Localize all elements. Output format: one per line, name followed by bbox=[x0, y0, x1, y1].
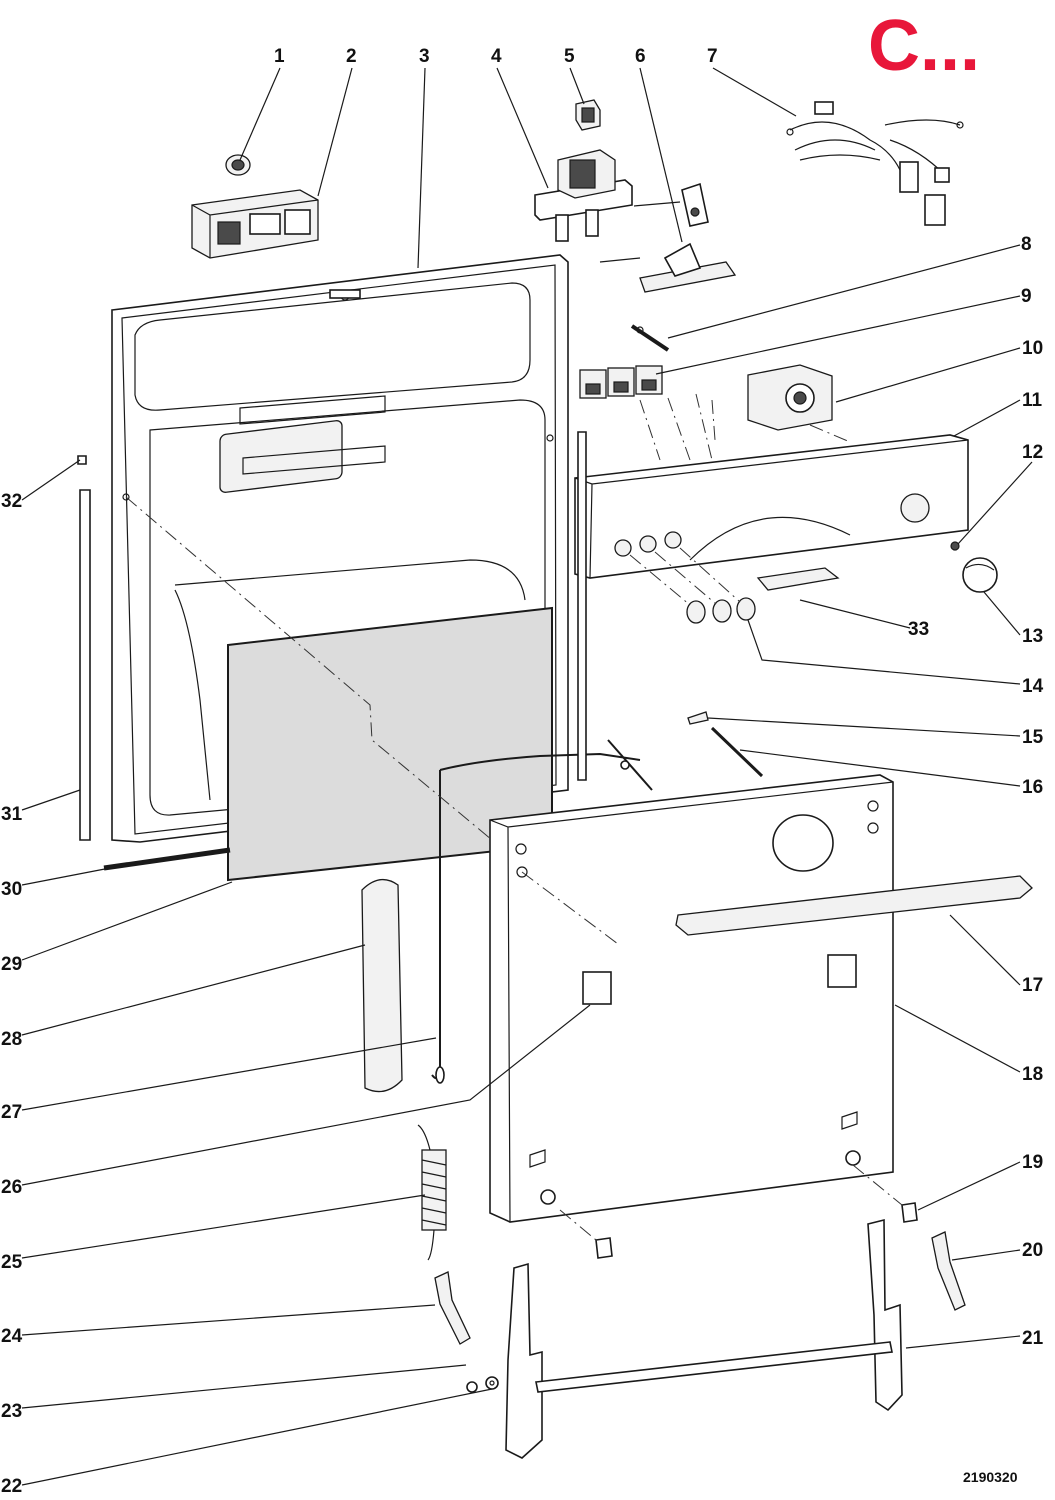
callout-20: 20 bbox=[1022, 1240, 1043, 1261]
part-6-handle-bracket bbox=[599, 182, 737, 293]
callout-19: 19 bbox=[1022, 1152, 1043, 1173]
callout-10: 10 bbox=[1022, 338, 1043, 359]
callout-1: 1 bbox=[274, 46, 285, 67]
part-24-hinge bbox=[434, 1271, 471, 1345]
callout-3: 3 bbox=[419, 46, 430, 67]
part-14-buttons bbox=[686, 597, 756, 624]
callout-17: 17 bbox=[1022, 975, 1043, 996]
callout-2: 2 bbox=[346, 46, 357, 67]
part-20-hinge bbox=[931, 1231, 966, 1311]
callout-26: 26 bbox=[1, 1177, 22, 1198]
callout-25: 25 bbox=[1, 1252, 23, 1273]
callout-23: 23 bbox=[1, 1401, 22, 1422]
part-8-sensor bbox=[630, 324, 670, 352]
part-22-washer bbox=[485, 1376, 499, 1390]
callout-30: 30 bbox=[1, 879, 22, 900]
part-15-cap bbox=[687, 711, 709, 725]
callout-15: 15 bbox=[1022, 727, 1044, 748]
part-5-switch bbox=[575, 99, 601, 131]
callout-14: 14 bbox=[1022, 676, 1044, 697]
callout-28: 28 bbox=[1, 1029, 22, 1050]
part-2-door-lock bbox=[191, 189, 319, 259]
callout-11: 11 bbox=[1022, 390, 1043, 411]
callout-32: 32 bbox=[1, 491, 22, 512]
part-23-screw bbox=[466, 1381, 478, 1393]
leader-lines bbox=[21, 67, 1033, 1486]
part-28-strip bbox=[361, 878, 403, 1093]
part-21-hinge-frame bbox=[505, 1218, 903, 1459]
callout-labels: 1 2 3 4 5 6 7 8 9 10 11 12 13 14 15 16 1… bbox=[1, 46, 1044, 1497]
callout-13: 13 bbox=[1022, 626, 1043, 647]
callout-22: 22 bbox=[1, 1476, 22, 1497]
callout-21: 21 bbox=[1022, 1328, 1044, 1349]
part-30-gasket bbox=[103, 847, 231, 871]
callout-5: 5 bbox=[564, 46, 575, 67]
callout-27: 27 bbox=[1, 1102, 22, 1123]
part-10-programmer bbox=[747, 364, 833, 431]
callout-16: 16 bbox=[1022, 777, 1043, 798]
callout-31: 31 bbox=[1, 804, 23, 825]
part-18-outer-door bbox=[489, 774, 894, 1223]
part-4-dispenser-bracket bbox=[534, 149, 633, 242]
part-16-rod bbox=[710, 726, 764, 778]
part-33-clip bbox=[756, 567, 840, 591]
callout-6: 6 bbox=[635, 46, 646, 67]
part-17-handle bbox=[675, 875, 1033, 936]
drawing-number: 2190320 bbox=[963, 1469, 1018, 1485]
callout-29: 29 bbox=[1, 954, 22, 975]
part-19-fastener bbox=[595, 1202, 918, 1259]
part-7-wiring-harness bbox=[786, 101, 964, 226]
part-1-grommet bbox=[225, 154, 251, 176]
part-12-knob-spring bbox=[950, 541, 960, 551]
part-11-control-panel bbox=[574, 434, 969, 579]
callout-12: 12 bbox=[1022, 442, 1043, 463]
sheet-tag: C... bbox=[868, 6, 980, 86]
part-31-side-strip bbox=[79, 431, 587, 841]
part-13-knob bbox=[962, 557, 998, 593]
callout-24: 24 bbox=[1, 1326, 23, 1347]
callout-33: 33 bbox=[908, 619, 929, 640]
part-27-cable bbox=[431, 739, 653, 1084]
callout-7: 7 bbox=[707, 46, 718, 67]
callout-4: 4 bbox=[491, 46, 502, 67]
callout-9: 9 bbox=[1021, 286, 1032, 307]
assembly-lines bbox=[125, 393, 903, 1241]
callout-8: 8 bbox=[1021, 234, 1032, 255]
part-9-switch-block bbox=[579, 365, 663, 399]
part-25-spring bbox=[417, 1124, 447, 1261]
callout-18: 18 bbox=[1022, 1064, 1043, 1085]
